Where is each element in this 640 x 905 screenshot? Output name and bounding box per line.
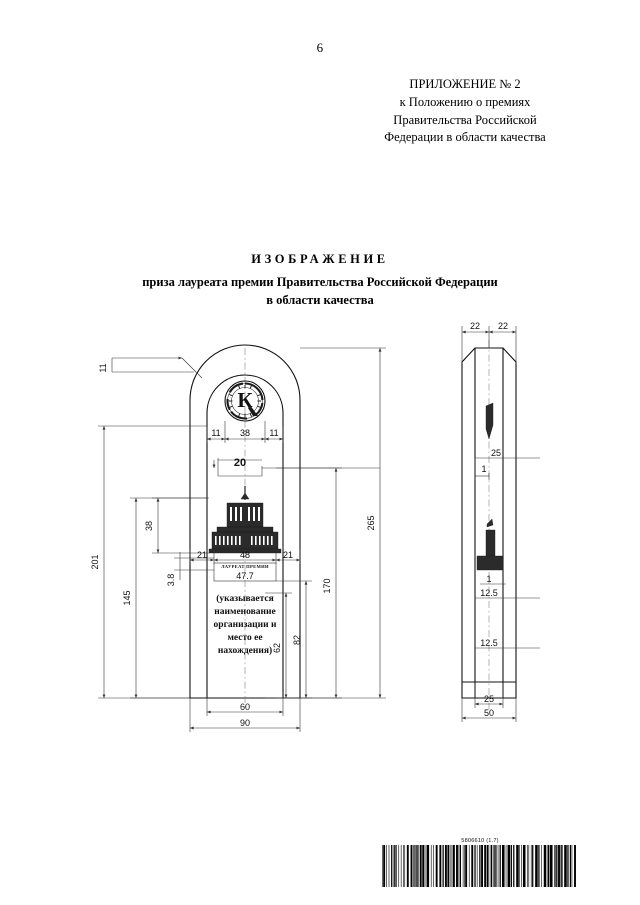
building-graphic	[208, 486, 282, 554]
dim-pad-widths: 21 48 21	[189, 549, 301, 564]
dim-label-emblem-width: 38	[240, 428, 250, 438]
dim-thickness: 20	[212, 457, 380, 477]
technical-drawing: .ol { fill:none; stroke:#111; stroke-wid…	[90, 318, 590, 738]
drawing-canvas: .ol { fill:none; stroke:#111; stroke-wid…	[90, 321, 540, 732]
dim-side-seg-upper: 12.5	[475, 588, 540, 599]
dim-label-body-height: 170	[322, 578, 332, 593]
dim-label-lower-height: 145	[122, 590, 132, 605]
placeholder-line-4: место ее	[227, 633, 262, 643]
side-building-edge	[476, 518, 504, 571]
dim-label-thickness: 20	[234, 457, 246, 469]
dim-building-height: 38	[144, 497, 209, 554]
page-number: 6	[316, 40, 324, 55]
dim-label-pad-right: 21	[283, 550, 293, 560]
document-subtitle-line-1: приза лауреата премии Правительства Росс…	[142, 275, 498, 289]
dim-label-base-inner: 25	[484, 694, 494, 704]
dim-label-building-width: 48	[240, 550, 250, 560]
dim-plate-height: 82	[276, 580, 312, 699]
dim-label-notch-depth-upper: 1	[481, 464, 486, 474]
front-outer-outline	[189, 344, 301, 699]
dim-label-seg-lower: 12.5	[480, 638, 498, 648]
dim-top-left-lead: 11	[98, 356, 203, 379]
dim-overall-height: 265	[300, 347, 386, 699]
front-inner-outline	[206, 374, 284, 699]
placeholder-line-1: (указывается	[216, 593, 273, 604]
side-view: 22 22 25 1 1	[461, 321, 540, 722]
dim-side-seg-lower: 12.5	[475, 638, 540, 649]
dim-label-overall-width: 90	[240, 718, 250, 728]
dim-label-inner-width: 60	[240, 702, 250, 712]
placeholder-text: (указывается наименование организации и …	[214, 593, 277, 656]
dim-label-emblem-left: 11	[211, 428, 220, 438]
dim-emblem-widths: 11 38 11	[206, 421, 284, 443]
appendix-line-1: ПРИЛОЖЕНИЕ № 2	[409, 77, 521, 91]
placeholder-line-2: наименование	[214, 607, 275, 617]
dim-overall-width: 90	[189, 698, 301, 732]
dim-side-notch: 25 1	[474, 448, 540, 480]
dim-label-plate-offset: 3.8	[166, 574, 176, 587]
dim-text-block-height: 62	[265, 592, 292, 699]
dim-label-notch-width: 25	[491, 448, 501, 458]
front-view: К	[90, 344, 386, 732]
dim-label-side-top-left: 22	[470, 321, 480, 331]
appendix-line-2: к Положению о премиях	[399, 94, 531, 109]
dim-label-top-left: 11	[98, 363, 108, 372]
dim-label-notch-depth-lower: 1	[486, 574, 491, 584]
dim-side-lower-one: 1	[480, 574, 506, 585]
document-title: ИЗОБРАЖЕНИЕ	[251, 252, 389, 266]
appendix-heading: ПРИЛОЖЕНИЕ № 2 к Положению о премиях Пра…	[330, 76, 600, 147]
plaque-value: 47.7	[236, 571, 254, 581]
dim-lower-height: 145	[122, 497, 207, 699]
dim-side-base: 25 50	[461, 682, 517, 722]
placeholder-line-5: нахождения)	[218, 645, 272, 656]
appendix-line-4: Федерации в области качества	[384, 130, 546, 145]
dim-label-pad-left: 21	[197, 550, 207, 560]
appendix-line-3: Правительства Российской	[393, 112, 537, 127]
barcode-bars	[382, 845, 576, 887]
barcode: 5806610 (1.7)	[382, 838, 578, 892]
barcode-label: 5806610 (1.7)	[461, 838, 499, 844]
dim-label-side-top-right: 22	[498, 321, 508, 331]
plaque-rect	[213, 562, 277, 582]
document-subtitle: приза лауреата премии Правительства Росс…	[70, 273, 570, 309]
emblem-icon: К	[224, 380, 266, 422]
dim-label-text-block-height: 62	[272, 643, 282, 653]
dim-label-overall-height: 265	[366, 515, 376, 530]
plaque-caption: ЛАУРЕАТ ПРЕМИИ	[221, 564, 269, 569]
document-subtitle-line-2: в области качества	[266, 293, 374, 308]
placeholder-line-3: организации и	[214, 620, 277, 630]
dim-label-emblem-right: 11	[269, 428, 278, 438]
dim-label-base-outer: 50	[484, 708, 494, 718]
side-emblem-edge	[485, 402, 494, 440]
dim-label-building-height: 38	[144, 521, 154, 531]
dim-inner-width: 60	[206, 698, 284, 716]
dim-label-plate-height: 82	[292, 635, 302, 645]
dim-plate-offset: 3.8	[166, 552, 214, 586]
dim-label-seg-upper: 12.5	[480, 588, 498, 598]
dim-side-top: 22 22	[461, 321, 517, 364]
dim-label-inner-height: 201	[90, 554, 100, 569]
